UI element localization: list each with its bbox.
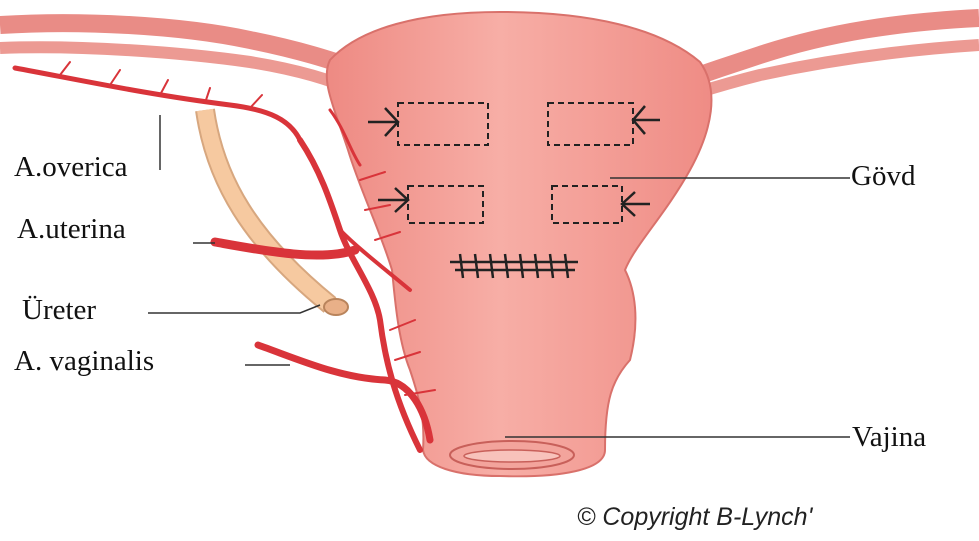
ureter <box>205 110 330 305</box>
label-ureter: Üreter <box>22 296 96 325</box>
label-govde: Gövd <box>851 162 915 191</box>
label-a-vaginalis: A. vaginalis <box>14 347 154 376</box>
copyright-text: © Copyright B-Lynch' <box>577 505 812 530</box>
uterus-body <box>327 12 712 476</box>
label-vajina: Vajina <box>852 423 926 452</box>
label-a-overica: A.overica <box>14 153 128 182</box>
label-a-uterina: A.uterina <box>17 215 126 244</box>
